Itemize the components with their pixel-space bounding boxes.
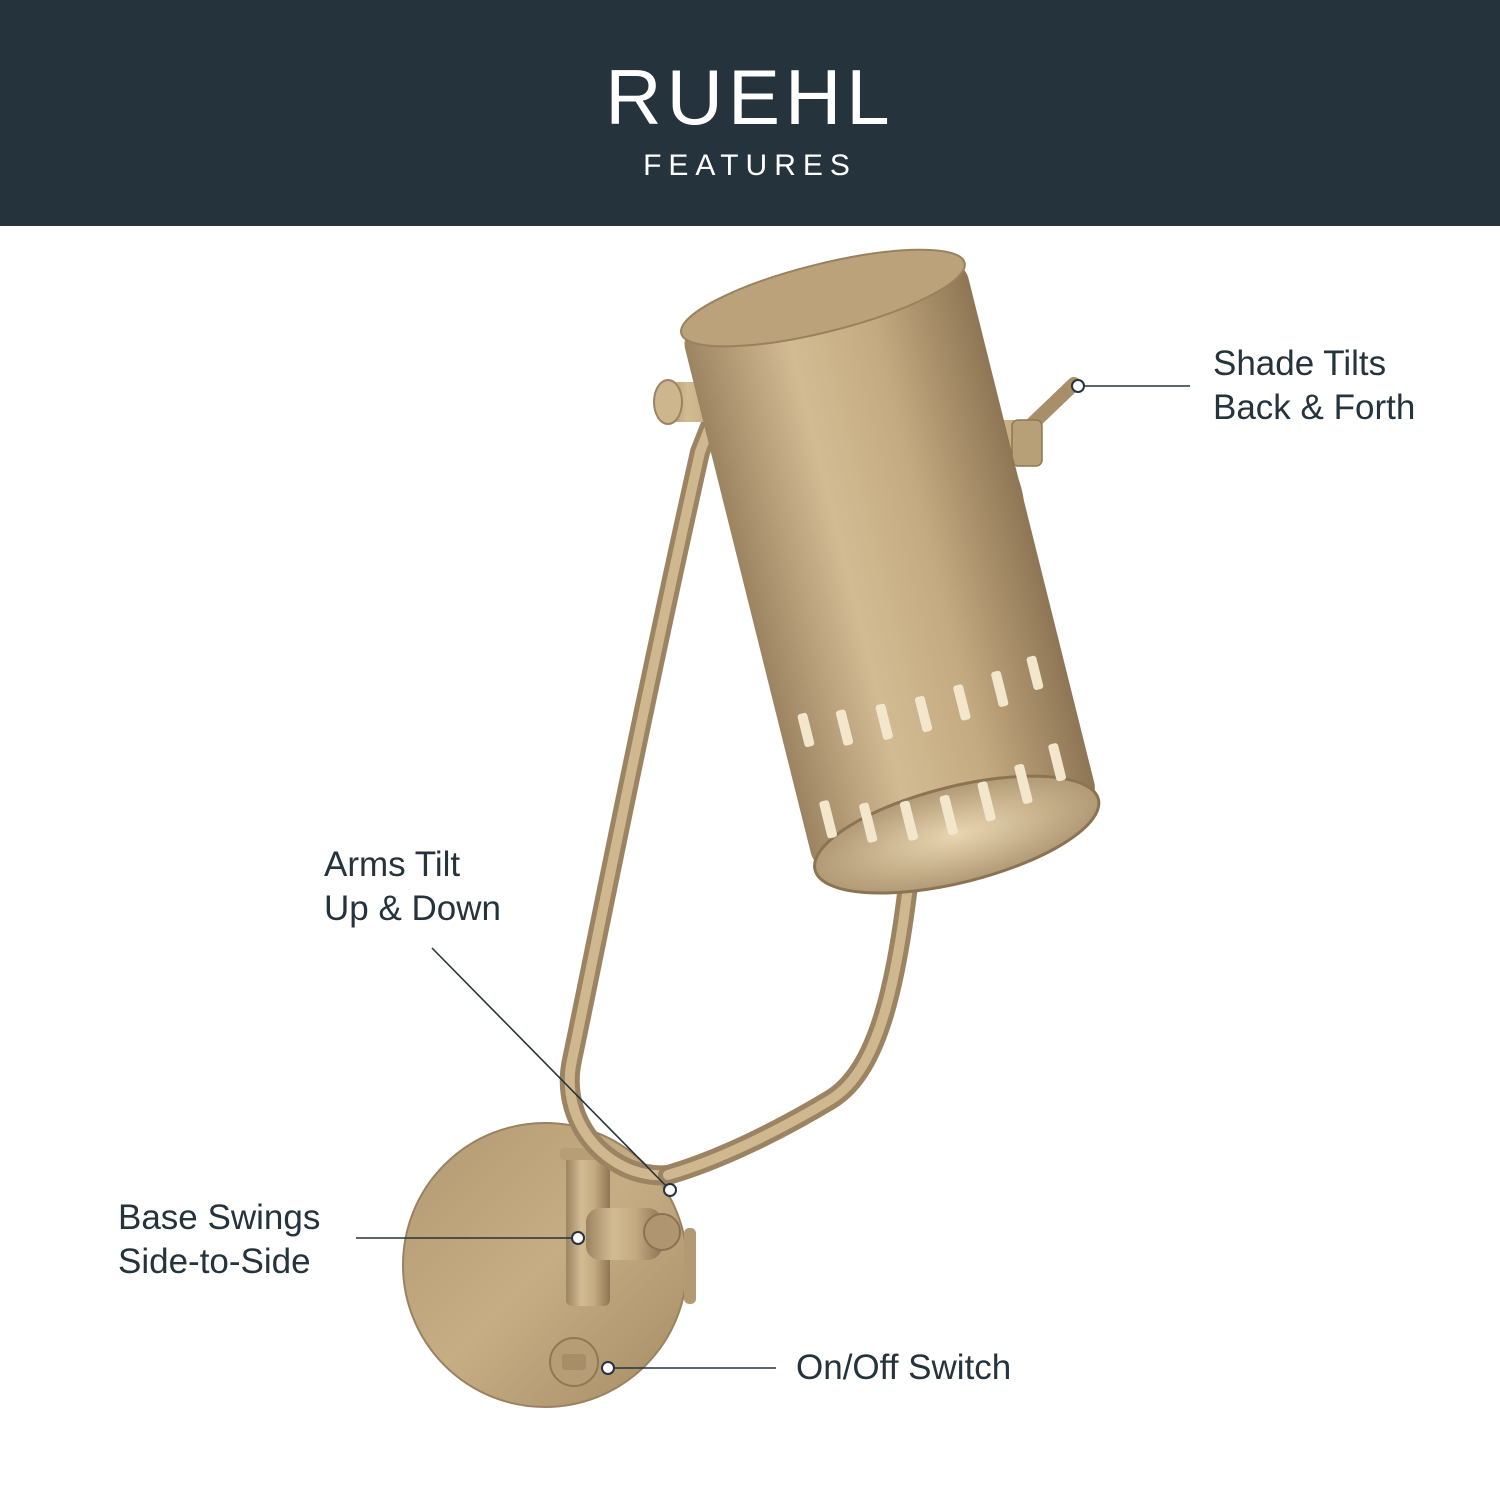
shade-marker-icon: [1071, 379, 1085, 393]
callout-arms-line1: Arms Tilt: [324, 845, 461, 884]
arms-marker-icon: [663, 1183, 677, 1197]
callout-switch-line1: On/Off Switch: [796, 1348, 1012, 1387]
callout-base-line1: Base Swings: [118, 1198, 321, 1237]
callout-base-swings: Base Swings Side-to-Side: [118, 1196, 320, 1284]
callout-on-off-switch: On/Off Switch: [796, 1346, 1011, 1390]
callout-markers: [571, 379, 1085, 1375]
callout-shade-line2: Back & Forth: [1213, 388, 1416, 427]
header-banner: RUEHL FEATURES: [0, 0, 1500, 226]
callout-shade-tilts: Shade Tilts Back & Forth: [1213, 342, 1415, 430]
switch-marker-icon: [601, 1361, 615, 1375]
lamp-shade: [680, 248, 1101, 895]
callout-arms-line2: Up & Down: [324, 889, 502, 928]
callout-leaders: [356, 385, 1190, 1369]
callout-base-line2: Side-to-Side: [118, 1242, 311, 1281]
section-subtitle: FEATURES: [643, 149, 857, 182]
callout-shade-line1: Shade Tilts: [1213, 344, 1387, 383]
arms-leader-line: [431, 947, 671, 1191]
switch-knob-icon[interactable]: [549, 1337, 599, 1387]
product-title: RUEHL: [605, 53, 895, 141]
callout-arms-tilt: Arms Tilt Up & Down: [324, 843, 501, 931]
base-marker-icon: [571, 1231, 585, 1245]
swivel-post: [560, 1148, 696, 1306]
